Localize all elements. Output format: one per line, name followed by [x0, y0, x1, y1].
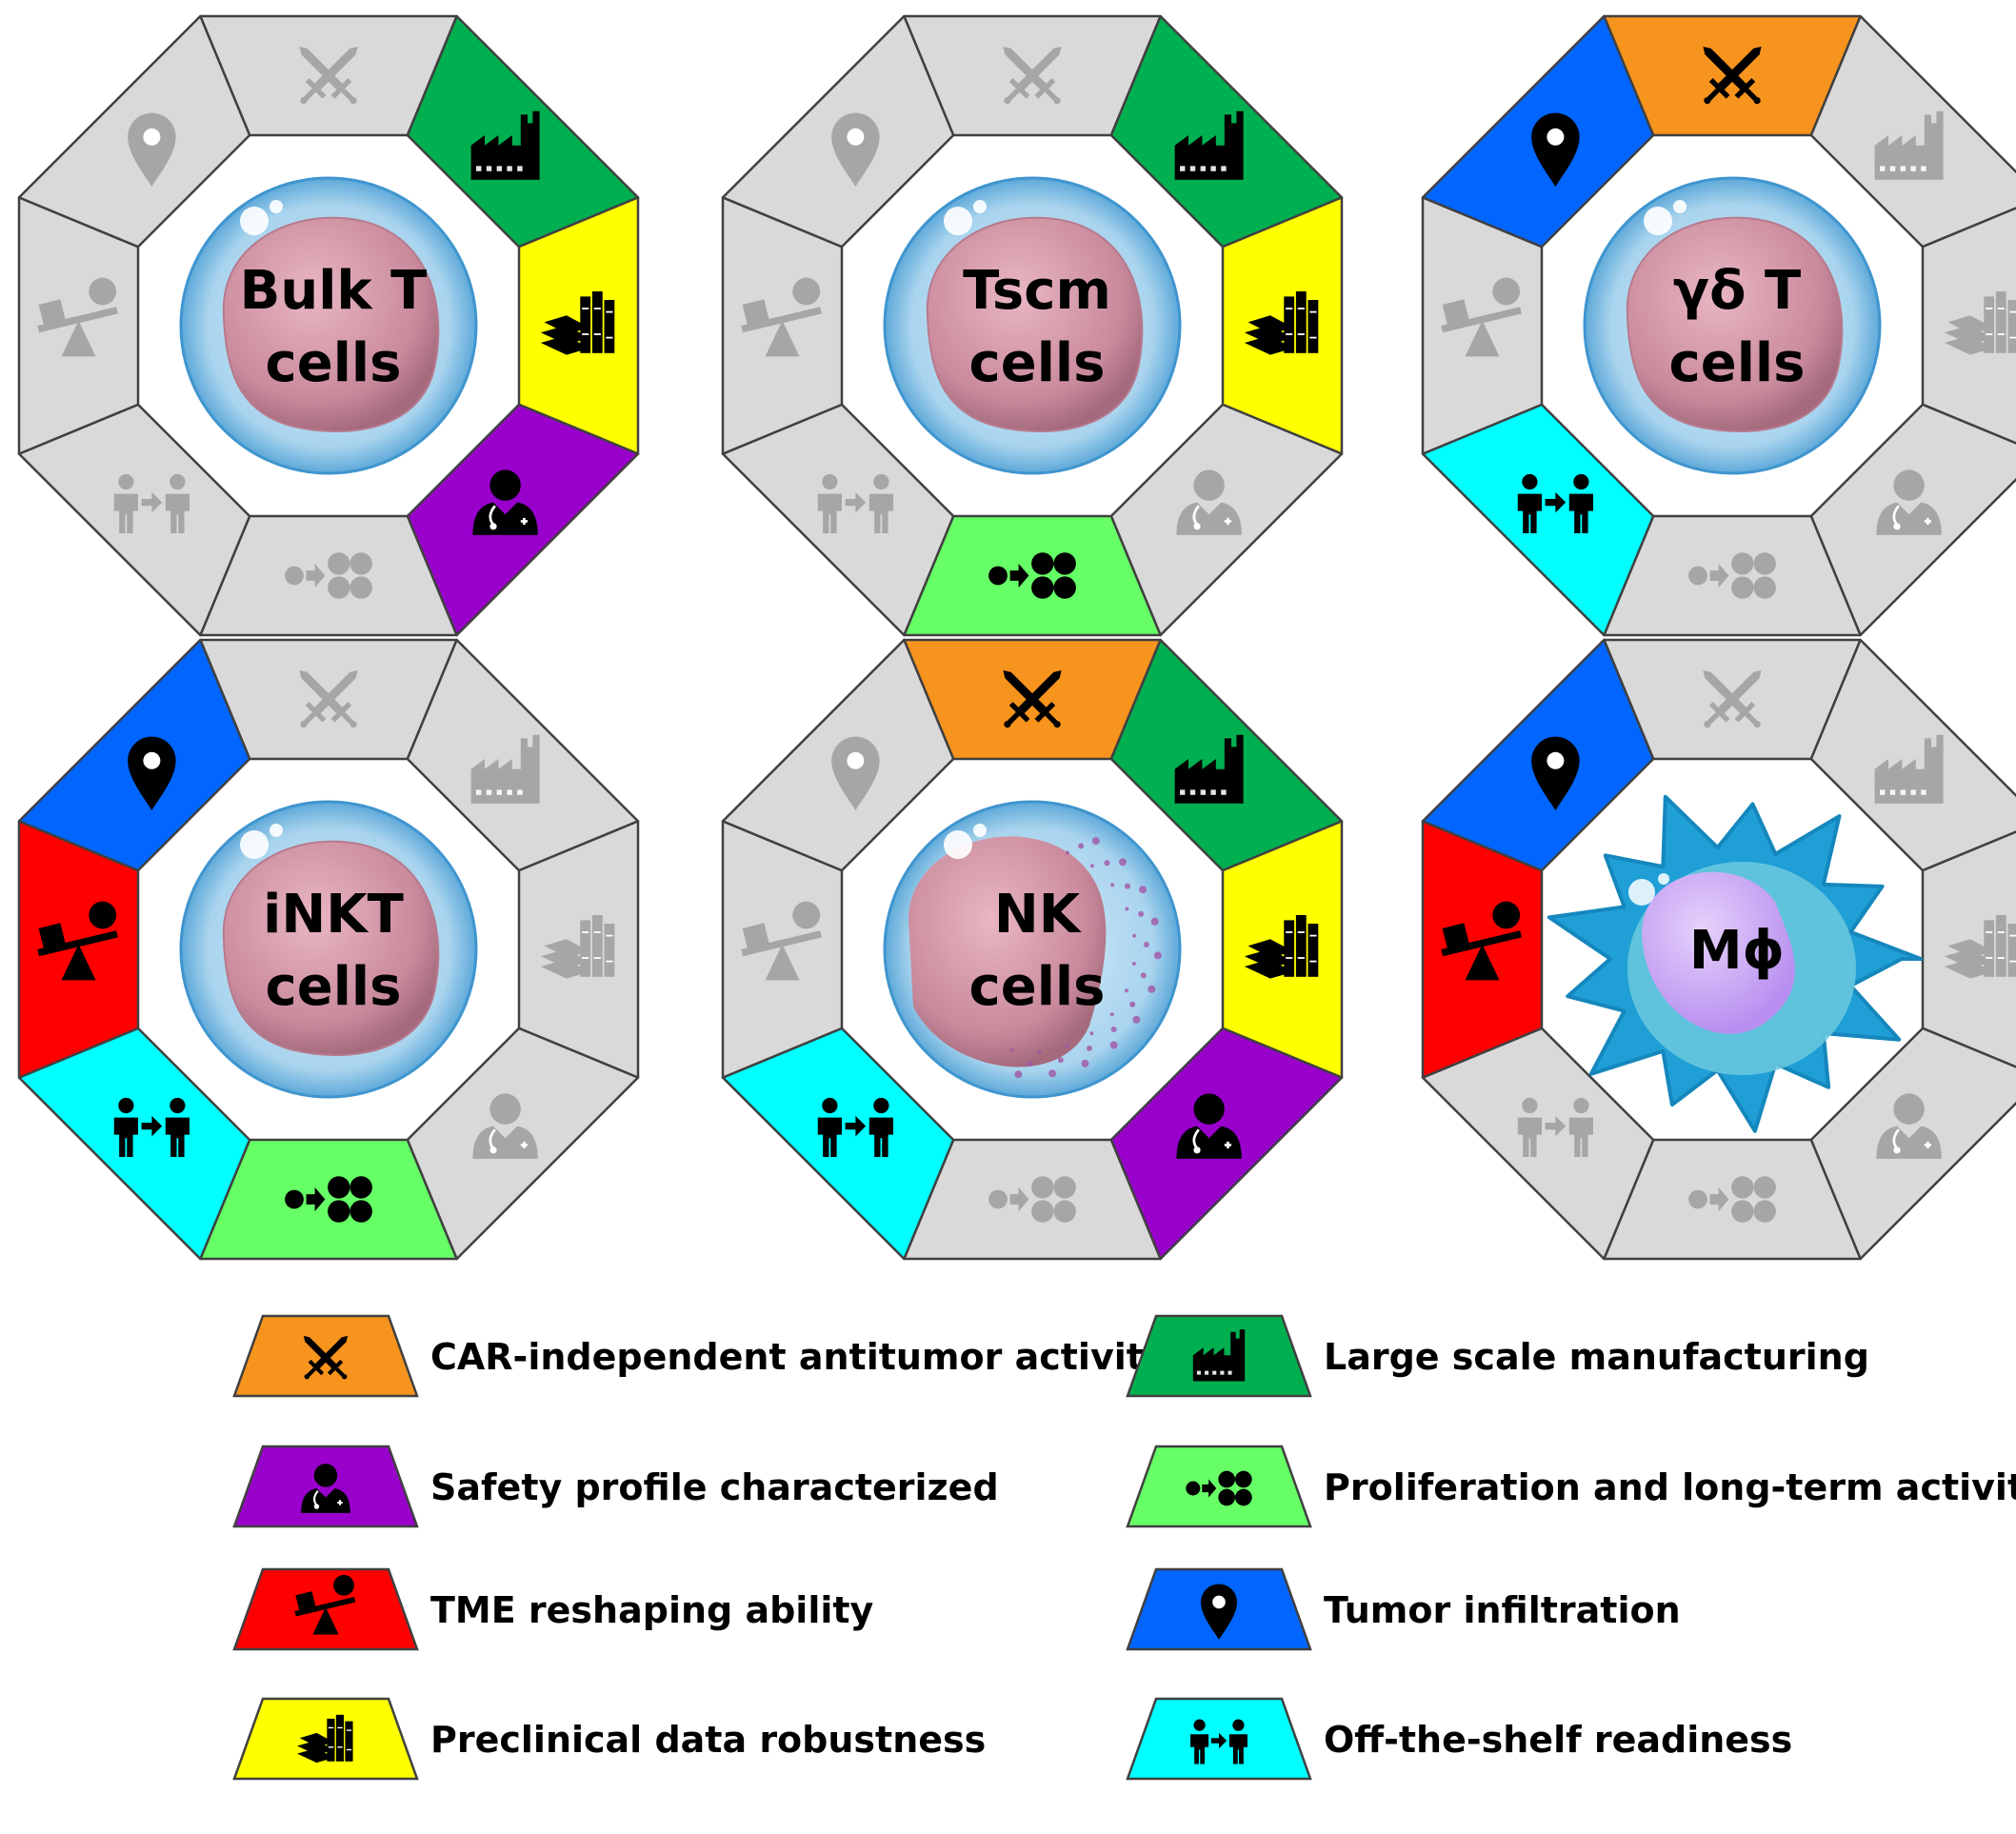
- cell-label-macrophage: Mϕ: [1689, 920, 1785, 982]
- doctor-icon: [1176, 1093, 1242, 1159]
- seesaw-icon: [1441, 901, 1522, 981]
- seesaw-icon: [37, 277, 118, 357]
- crossed-swords-icon: [1003, 669, 1062, 728]
- legend-label-infiltration: Tumor infiltration: [1324, 1589, 1681, 1631]
- cell-panel-nk: NK cells: [721, 638, 1344, 1261]
- location-pin-icon: [1531, 736, 1580, 810]
- legend-swatch-proliferation: [1126, 1445, 1312, 1528]
- factory-icon: [1874, 110, 1944, 180]
- legend-item-preclinical: Preclinical data robustness: [232, 1697, 986, 1781]
- legend-item-manufacturing: Large scale manufacturing: [1126, 1314, 1869, 1398]
- location-pin-icon: [831, 736, 880, 810]
- books-icon: [540, 915, 615, 979]
- factory-icon: [1874, 734, 1944, 804]
- crossed-swords-icon: [303, 1335, 349, 1380]
- cell-panel-bulk-t: Bulk T cells: [17, 14, 640, 637]
- books-icon: [540, 291, 615, 355]
- proliferation-icon: [1688, 1176, 1776, 1223]
- books-icon: [297, 1714, 353, 1764]
- legend-item-offshelf: Off-the-shelf readiness: [1126, 1697, 1792, 1781]
- cell-label-nk: cells: [969, 956, 1106, 1018]
- person-transfer-icon: [1517, 473, 1593, 534]
- proliferation-icon: [988, 1176, 1076, 1223]
- cell-illustration-inkt: [179, 800, 478, 1099]
- cell-label-tscm: Tscm: [963, 260, 1111, 322]
- cell-label-nk: NK: [994, 884, 1083, 946]
- location-pin-icon: [128, 112, 176, 187]
- cell-label-inkt: iNKT: [263, 884, 404, 946]
- crossed-swords-icon: [1003, 46, 1062, 105]
- cell-label-tscm: cells: [969, 332, 1106, 394]
- proliferation-icon: [1688, 552, 1776, 599]
- seesaw-icon: [294, 1574, 356, 1635]
- person-transfer-icon: [113, 473, 190, 534]
- cell-label-bulk-t: cells: [266, 332, 402, 394]
- factory-icon: [1174, 110, 1244, 180]
- legend-item-antitumor: CAR-independent antitumor activity: [232, 1314, 1168, 1398]
- person-transfer-icon: [1517, 1097, 1593, 1158]
- doctor-icon: [472, 469, 538, 535]
- crossed-swords-icon: [299, 669, 358, 728]
- doctor-icon: [301, 1464, 350, 1513]
- seesaw-icon: [37, 901, 118, 981]
- seesaw-icon: [741, 901, 822, 981]
- legend-item-infiltration: Tumor infiltration: [1126, 1567, 1681, 1651]
- legend-label-preclinical: Preclinical data robustness: [430, 1719, 986, 1761]
- person-transfer-icon: [817, 473, 893, 534]
- books-icon: [1944, 291, 2016, 355]
- cell-illustration-nk: [883, 800, 1182, 1099]
- cell-label-bulk-t: Bulk T: [240, 260, 428, 322]
- location-pin-icon: [128, 736, 176, 810]
- crossed-swords-icon: [299, 46, 358, 105]
- cell-illustration-bulk-t: [179, 176, 478, 475]
- legend-label-safety: Safety profile characterized: [430, 1466, 999, 1508]
- proliferation-icon: [1186, 1470, 1252, 1506]
- books-icon: [1944, 915, 2016, 979]
- legend-item-safety: Safety profile characterized: [232, 1445, 999, 1528]
- factory-icon: [1174, 734, 1244, 804]
- cell-panel-macrophage: Mϕ: [1421, 638, 2016, 1261]
- cell-illustration-gd-t: [1583, 176, 1882, 475]
- seesaw-icon: [1441, 277, 1522, 357]
- person-transfer-icon: [113, 1097, 190, 1158]
- cell-label-inkt: cells: [266, 956, 402, 1018]
- proliferation-icon: [285, 1176, 372, 1223]
- legend-label-manufacturing: Large scale manufacturing: [1324, 1336, 1869, 1378]
- legend-item-proliferation: Proliferation and long-term activity: [1126, 1445, 2016, 1528]
- cell-label-gd-t: γδ T: [1673, 260, 1801, 322]
- books-icon: [1244, 291, 1319, 355]
- cell-panel-tscm: Tscm cells: [721, 14, 1344, 637]
- legend: CAR-independent antitumor activitySafety…: [232, 1314, 2016, 1781]
- cell-panel-inkt: iNKT cells: [17, 638, 640, 1261]
- legend-label-tme: TME reshaping ability: [430, 1589, 874, 1631]
- person-transfer-icon: [1190, 1719, 1248, 1764]
- location-pin-icon: [831, 112, 880, 187]
- seesaw-icon: [741, 277, 822, 357]
- doctor-icon: [1876, 1093, 1942, 1159]
- books-icon: [1244, 915, 1319, 979]
- person-transfer-icon: [817, 1097, 893, 1158]
- factory-icon: [470, 734, 540, 804]
- doctor-icon: [1876, 469, 1942, 535]
- doctor-icon: [472, 1093, 538, 1159]
- crossed-swords-icon: [1703, 669, 1762, 728]
- cell-illustration-tscm: [883, 176, 1182, 475]
- cell-panel-gd-t: γδ T cells: [1421, 14, 2016, 637]
- cell-label-gd-t: cells: [1669, 332, 1806, 394]
- crossed-swords-icon: [1703, 46, 1762, 105]
- legend-label-antitumor: CAR-independent antitumor activity: [430, 1336, 1168, 1378]
- location-pin-icon: [1200, 1584, 1238, 1640]
- proliferation-icon: [988, 552, 1076, 599]
- proliferation-icon: [285, 552, 372, 599]
- location-pin-icon: [1531, 112, 1580, 187]
- factory-icon: [1192, 1329, 1246, 1382]
- legend-label-offshelf: Off-the-shelf readiness: [1324, 1719, 1792, 1761]
- cell-illustration-macrophage: [1547, 794, 1923, 1133]
- factory-icon: [470, 110, 540, 180]
- doctor-icon: [1176, 469, 1242, 535]
- legend-item-tme: TME reshaping ability: [232, 1567, 874, 1651]
- legend-label-proliferation: Proliferation and long-term activity: [1324, 1466, 2016, 1508]
